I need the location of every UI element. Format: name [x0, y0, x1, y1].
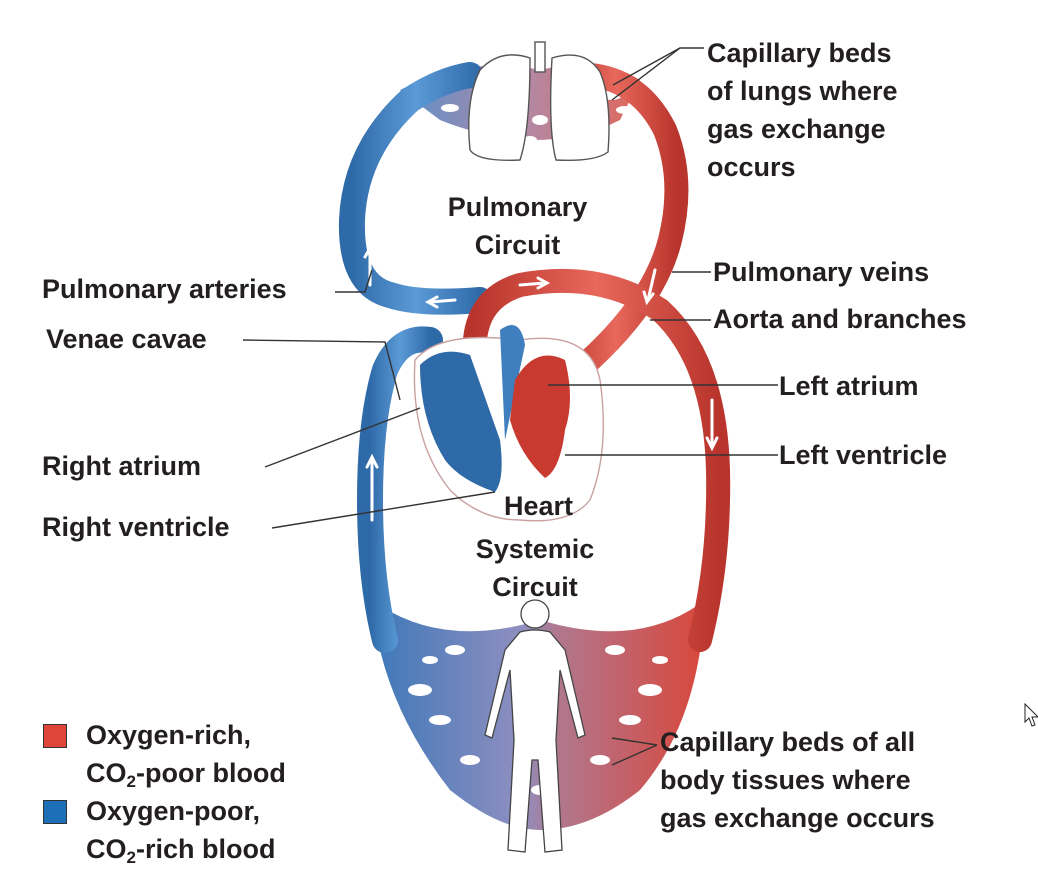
- systemic-circuit-line-2: Circuit: [492, 572, 578, 602]
- venae-cavae-vessel: [356, 326, 443, 653]
- label-right-atrium: Right atrium: [42, 451, 201, 481]
- flow-arrows: [363, 244, 719, 522]
- legend-item-oxygen-poor: Oxygen-poor, CO2-rich blood: [86, 792, 275, 868]
- pulmonary-circuit-title: Pulmonary Circuit: [410, 188, 625, 264]
- legend-suffix-text: -rich blood: [135, 834, 276, 864]
- legend-oxygen-rich-line-1: Oxygen-rich,: [86, 720, 252, 750]
- legend-swatch-oxygen-poor: [43, 800, 67, 824]
- legend-swatch-oxygen-rich: [43, 724, 67, 748]
- label-capillary-lungs: Capillary beds of lungs where gas exchan…: [707, 34, 898, 186]
- capillary-lungs-line-2: of lungs where: [707, 76, 898, 106]
- lungs-icon: [468, 41, 610, 162]
- leader-lines: [242, 47, 778, 766]
- capillary-lungs-line-3: gas exchange: [707, 114, 886, 144]
- systemic-circuit-title: Systemic Circuit: [430, 530, 640, 606]
- label-aorta: Aorta and branches: [713, 304, 967, 334]
- pulmonary-circuit-line-1: Pulmonary: [447, 192, 588, 222]
- human-figure-icon: [484, 599, 586, 853]
- capillary-lungs-line-4: occurs: [707, 152, 796, 182]
- mouse-cursor-icon: [1024, 703, 1038, 727]
- heart-icon: [413, 325, 605, 522]
- label-right-ventricle: Right ventricle: [42, 512, 230, 542]
- legend-subscript: 2: [126, 848, 136, 867]
- label-pulmonary-veins: Pulmonary veins: [713, 257, 930, 287]
- legend-suffix-text: -poor blood: [135, 758, 286, 788]
- capillary-body-line-1: Capillary beds of all: [660, 727, 916, 757]
- legend-oxygen-rich-line-2: CO2-poor blood: [86, 754, 286, 792]
- label-venae-cavae: Venae cavae: [46, 324, 207, 354]
- pulmonary-circuit-line-2: Circuit: [474, 230, 561, 260]
- legend-oxygen-poor-line-2: CO2-rich blood: [86, 830, 275, 868]
- pulmonary-artery-vessel: [338, 62, 493, 315]
- capillary-body-line-2: body tissues where: [660, 765, 911, 795]
- capillary-body-line-3: gas exchange occurs: [660, 803, 935, 833]
- systemic-circuit-line-1: Systemic: [475, 534, 595, 564]
- legend-subscript: 2: [126, 772, 136, 791]
- heart-label: Heart: [504, 491, 574, 521]
- label-left-ventricle: Left ventricle: [779, 440, 948, 470]
- capillary-lungs-line-1: Capillary beds: [707, 38, 892, 68]
- label-capillary-body: Capillary beds of all body tissues where…: [660, 723, 935, 837]
- aorta-vessel: [462, 268, 731, 652]
- label-left-atrium: Left atrium: [779, 371, 919, 401]
- legend-co-text: CO: [86, 834, 127, 864]
- legend-oxygen-poor-line-1: Oxygen-poor,: [86, 796, 261, 826]
- legend-item-oxygen-rich: Oxygen-rich, CO2-poor blood: [86, 716, 286, 792]
- legend-co-text: CO: [86, 758, 127, 788]
- label-pulmonary-arteries: Pulmonary arteries: [42, 274, 287, 304]
